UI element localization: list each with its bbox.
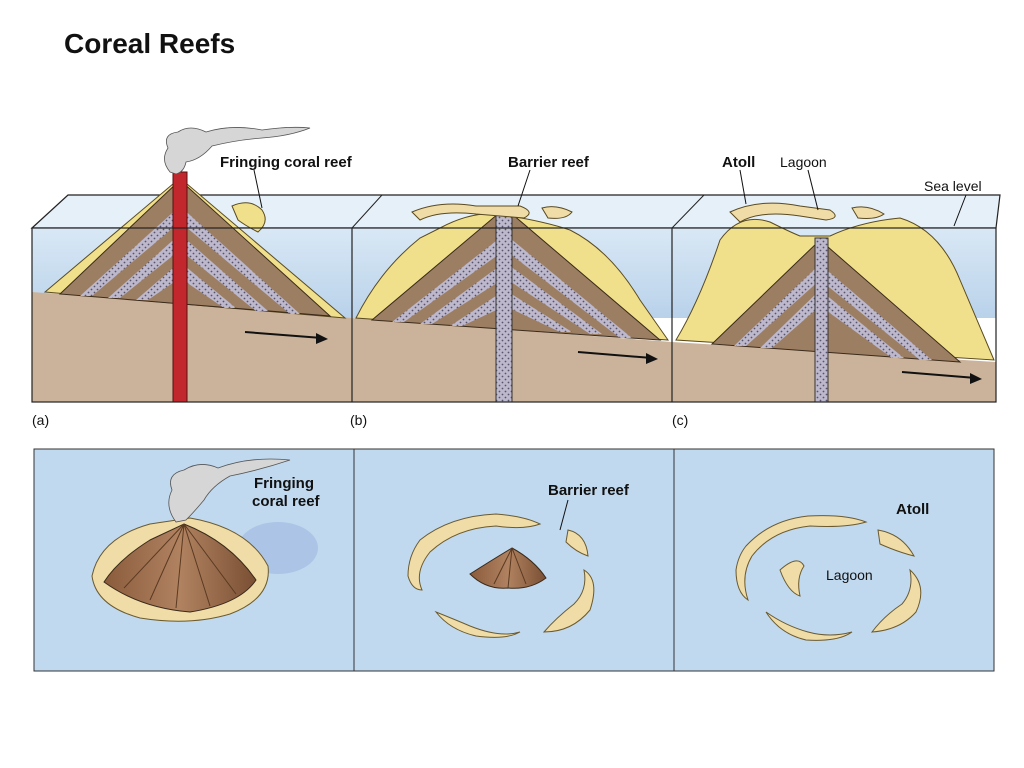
panel-letter-c: (c) <box>672 412 688 428</box>
label-barrier-reef: Barrier reef <box>508 154 590 171</box>
conduit-b <box>495 207 513 403</box>
volcano-c <box>675 202 995 403</box>
panel-letter-a: (a) <box>32 412 49 428</box>
map-volcano-a <box>91 458 318 622</box>
map-atoll <box>735 515 922 641</box>
conduit-c <box>814 237 829 403</box>
label-lagoon: Lagoon <box>780 154 827 170</box>
map-view-row: Fringing coral reef Barrier reef Atoll L… <box>33 448 995 672</box>
label-sea-level: Sea level <box>924 178 982 194</box>
label-atoll: Atoll <box>722 154 755 171</box>
panel-letter-b: (b) <box>350 412 367 428</box>
smoke-plume <box>164 126 311 175</box>
map-label-atoll: Atoll <box>896 501 929 518</box>
lava-conduit <box>172 171 188 403</box>
label-fringing-reef: Fringing coral reef <box>220 154 353 171</box>
page-title: Coreal Reefs <box>64 28 236 59</box>
map-panel-c <box>673 448 995 672</box>
map-label-barrier-reef: Barrier reef <box>548 482 630 499</box>
cross-section-block: Fringing coral reef Barrier reef Atoll L… <box>30 126 1001 428</box>
map-label-lagoon: Lagoon <box>826 567 873 583</box>
seafloor-ground <box>32 292 996 402</box>
map-barrier-reef <box>407 513 595 638</box>
map-label-fringing-2: coral reef <box>252 493 321 510</box>
map-label-fringing-1: Fringing <box>254 475 314 492</box>
